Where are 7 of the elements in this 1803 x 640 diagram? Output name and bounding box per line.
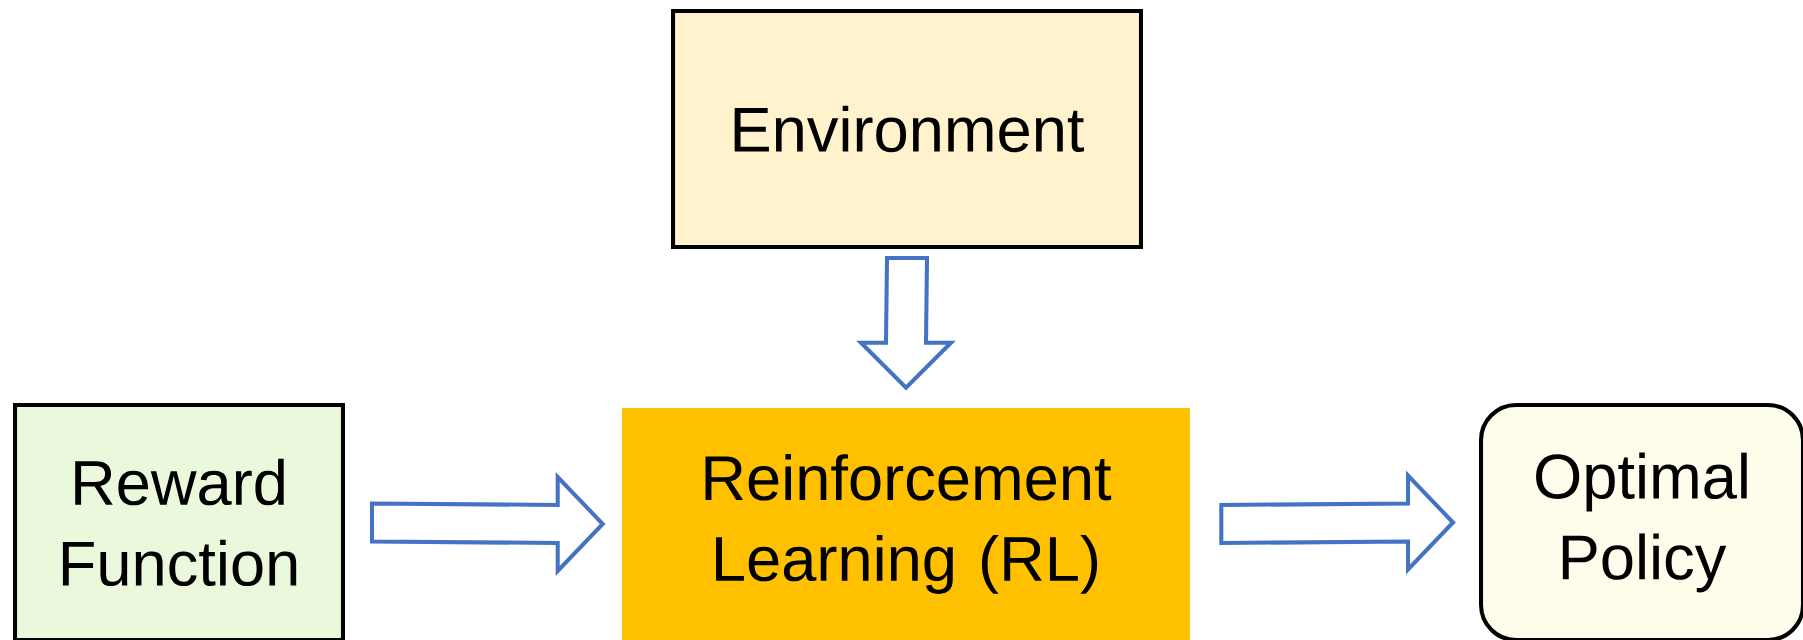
- block-arrow: [369, 471, 606, 577]
- process-box: Environment: [671, 9, 1143, 249]
- process-box: Reward Function: [13, 403, 345, 640]
- process-box: Reinforcement Learning (RL): [622, 408, 1190, 640]
- rounded-box: Optimal Policy: [1479, 403, 1803, 640]
- block-arrow: [856, 256, 956, 391]
- block-arrow: [1219, 470, 1456, 575]
